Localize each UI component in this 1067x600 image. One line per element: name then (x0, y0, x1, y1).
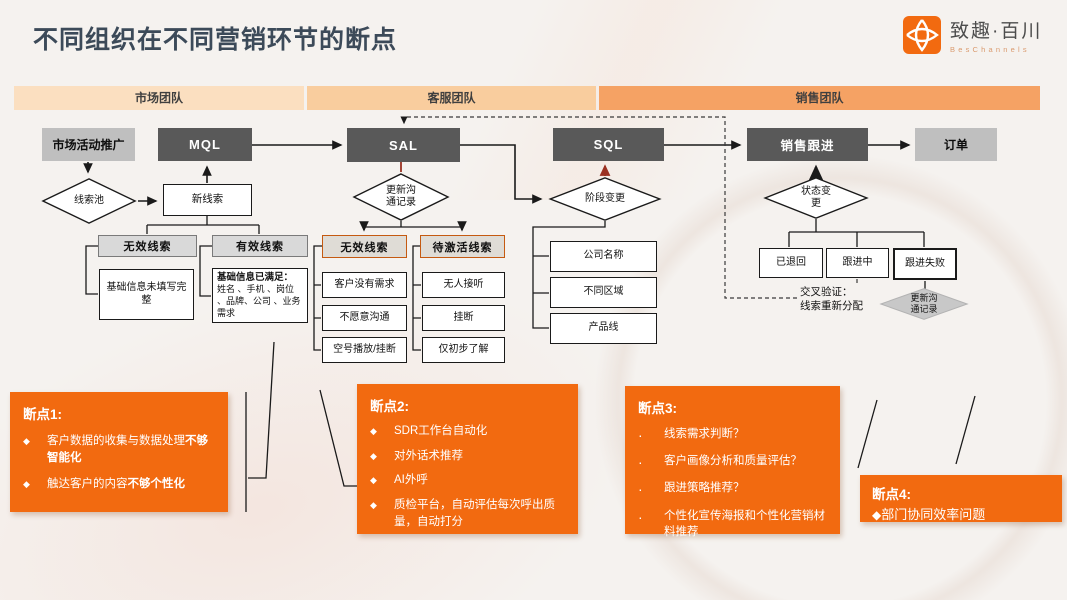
unwilling-box: 不愿意沟通 (322, 305, 407, 331)
bullet-icon: ◆ (872, 508, 882, 522)
stage-market-promo: 市场活动推广 (42, 128, 135, 161)
pending-lead-header: 待激活线索 (420, 235, 505, 258)
status-change-label: 状态变更 (801, 186, 831, 209)
callout-item: ◆ 客户数据的收集与数据处理不够智能化 (23, 433, 215, 466)
stage-sal: SAL (347, 128, 460, 162)
callout-items: · 线索需求判断？ · 客户画像分析和质量评估？ · 跟进策略推荐？ · 个性化宣传海报和个性… (638, 426, 827, 541)
update-record-gray-label: 更新沟通记录 (910, 293, 938, 314)
logo-text: 致趣·百川 BesChannels (950, 16, 1042, 54)
bullet-icon: · (638, 481, 643, 498)
bullet-icon: ◆ (370, 500, 377, 511)
band-sales-team: 销售团队 (599, 86, 1040, 110)
info-complete-title: 基础信息已满足： (217, 272, 294, 283)
bullet-icon: ◆ (370, 426, 377, 436)
follow-failed-box: 跟进失败 (893, 248, 957, 280)
bullet-icon: ◆ (23, 436, 30, 446)
info-incomplete-box: 基础信息未填写完整 (99, 269, 194, 320)
cross-check-line1: 交叉验证： (800, 286, 853, 298)
callout-item-text: 客户数据的收集与数据处理不够智能化 (47, 435, 208, 464)
callout-item-text: SDR工作台自动化 (394, 425, 488, 437)
stage-order: 订单 (915, 128, 997, 161)
lead-pool-label: 线索池 (74, 195, 104, 206)
bullet-icon: · (638, 508, 643, 525)
callout-item-text: 质检平台，自动评估每次呼出质量，自动打分 (394, 499, 555, 528)
callout-item-text: AI外呼 (394, 474, 428, 487)
info-complete-box: 基础信息已满足： 姓名 、手机 、岗位 、品牌、公司 、业务需求 (212, 268, 308, 323)
logo-subtitle: BesChannels (950, 45, 1030, 54)
callout-item: ◆部门协同效率问题 (872, 506, 1050, 525)
stage-mql: MQL (158, 128, 252, 161)
callout-title: 断点3: (638, 401, 678, 416)
callout-item: · 线索需求判断？ (638, 426, 827, 444)
stage-change-label: 阶段变更 (585, 193, 625, 204)
callout-item: · 客户画像分析和质量评估？ (638, 453, 827, 471)
callout-item-text: 触达客户的内容不够个性化 (47, 478, 185, 491)
region-box: 不同区域 (550, 277, 657, 308)
callout-breakpoint-4: 断点4: ◆部门协同效率问题 (860, 475, 1062, 522)
callout-title: 断点4: (872, 487, 912, 502)
update-record-gray-diamond: 更新沟通记录 (879, 288, 969, 320)
info-complete-body: 姓名 、手机 、岗位 、品牌、公司 、业务需求 (217, 284, 301, 318)
callout-title: 断点1: (23, 407, 63, 422)
bullet-icon: ◆ (23, 479, 30, 490)
band-market-team: 市场团队 (14, 86, 304, 110)
callout-item: ◆ SDR工作台自动化 (370, 423, 565, 440)
update-record-label: 更新沟通记录 (386, 185, 416, 208)
callout-item-text: 个性化宣传海报和个性化营销材料推荐 (664, 509, 825, 539)
dead-number-box: 空号播放/挂断 (322, 337, 407, 363)
callout-item-text: 对外话术推荐 (394, 449, 463, 462)
stage-sales-follow: 销售跟进 (747, 128, 868, 161)
cross-check-note: 交叉验证： 线索重新分配 (800, 286, 863, 313)
no-demand-box: 客户没有需求 (322, 272, 407, 298)
cross-check-line2: 线索重新分配 (800, 299, 863, 312)
callout-item-text: 跟进策略推荐？ (664, 482, 745, 495)
bullet-icon: · (638, 427, 643, 443)
callout-breakpoint-3: 断点3: · 线索需求判断？ · 客户画像分析和质量评估？ · 跟进策略推荐？ · 个性化宣传… (625, 386, 840, 538)
callout-items: ◆部门协同效率问题 (872, 506, 1050, 525)
following-box: 跟进中 (826, 248, 889, 278)
logo-icon (903, 16, 941, 54)
callout-item-text: 客户画像分析和质量评估？ (664, 455, 802, 468)
brief-interest-box: 仅初步了解 (422, 337, 505, 363)
band-service-team: 客服团队 (307, 86, 596, 110)
bullet-icon: ◆ (370, 450, 377, 461)
no-answer-box: 无人接听 (422, 272, 505, 298)
callout-item: · 跟进策略推荐？ (638, 480, 827, 498)
lead-pool-diamond: 线索池 (41, 178, 137, 224)
callout-item: · 个性化宣传海报和个性化营销材料推荐 (638, 508, 827, 541)
callout-item-text: 线索需求判断？ (664, 428, 745, 440)
page-title: 不同组织在不同营销环节的断点 (33, 26, 398, 54)
company-name-box: 公司名称 (550, 241, 657, 272)
returned-box: 已退回 (759, 248, 823, 278)
callout-item: ◆ 质检平台，自动评估每次呼出质量，自动打分 (370, 497, 565, 530)
valid-lead-header: 有效线索 (212, 235, 308, 257)
invalid-lead-header-sal: 无效线索 (322, 235, 407, 258)
callout-breakpoint-2: 断点2: ◆ SDR工作台自动化 ◆ 对外话术推荐 ◆ AI外呼 ◆ 质检平台，自动评估每次呼… (357, 384, 578, 534)
bullet-icon: · (638, 454, 643, 471)
callout-item-text: 部门协同效率问题 (881, 507, 986, 522)
bullet-icon: ◆ (370, 475, 377, 486)
callout-items: ◆ 客户数据的收集与数据处理不够智能化 ◆ 触达客户的内容不够个性化 (23, 433, 215, 493)
invalid-lead-header-market: 无效线索 (98, 235, 197, 257)
callout-breakpoint-1: 断点1: ◆ 客户数据的收集与数据处理不够智能化 ◆ 触达客户的内容不够个性化 (10, 392, 228, 512)
product-line-box: 产品线 (550, 313, 657, 344)
callout-title: 断点2: (370, 399, 410, 414)
logo-name: 致趣·百川 (950, 21, 1043, 42)
stage-sql: SQL (553, 128, 664, 161)
callout-items: ◆ SDR工作台自动化 ◆ 对外话术推荐 ◆ AI外呼 ◆ 质检平台，自动评估每次呼出质量，自… (370, 423, 565, 530)
callout-item: ◆ 对外话术推荐 (370, 448, 565, 465)
stage-change-diamond: 阶段变更 (548, 177, 662, 221)
status-change-diamond: 状态变更 (763, 177, 869, 219)
logo: 致趣·百川 BesChannels (903, 16, 1042, 54)
hang-up-box: 挂断 (422, 305, 505, 331)
callout-item: ◆ AI外呼 (370, 472, 565, 489)
callout-item: ◆ 触达客户的内容不够个性化 (23, 476, 215, 493)
new-lead-box: 新线索 (163, 184, 252, 216)
update-record-diamond: 更新沟通记录 (352, 173, 450, 221)
